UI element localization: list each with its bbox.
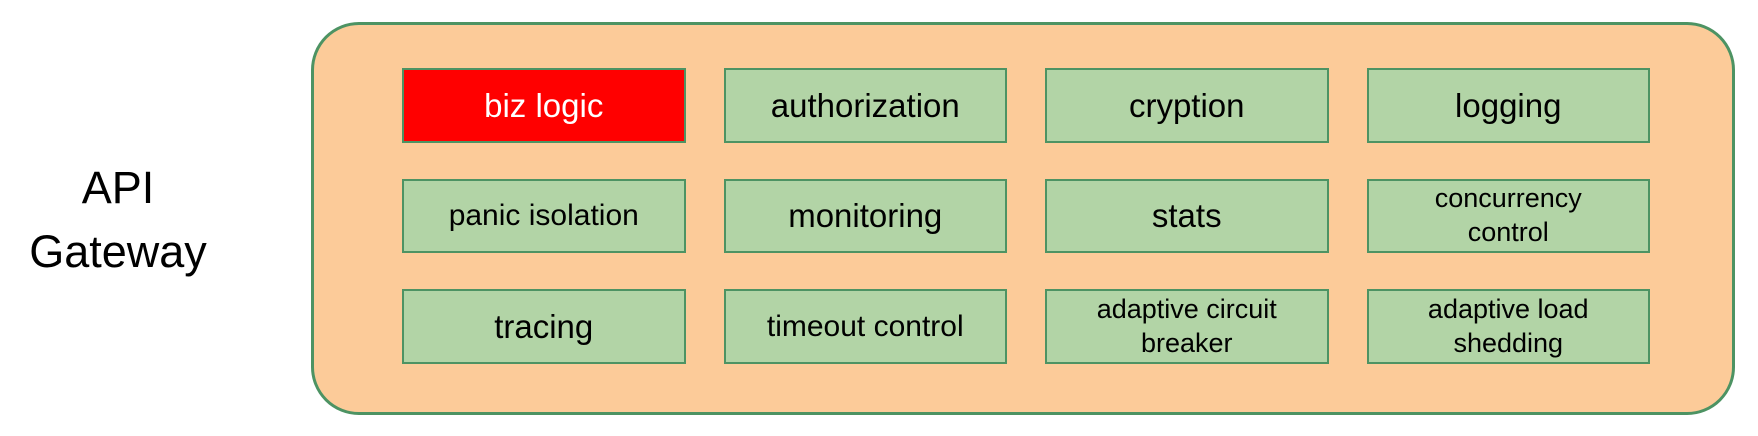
feature-box-authorization: authorization bbox=[723, 68, 1007, 143]
feature-box-tracing-label: tracing bbox=[494, 308, 594, 346]
feature-box-panic-isolation: panic isolation bbox=[402, 178, 686, 254]
feature-box-monitoring-label: monitoring bbox=[788, 197, 943, 235]
feature-box-authorization-label: authorization bbox=[770, 86, 960, 124]
feature-box-concurrency-control: concurrency control bbox=[1366, 178, 1650, 254]
feature-box-cryption-label: cryption bbox=[1128, 86, 1245, 124]
feature-box-timeout-control: timeout control bbox=[723, 289, 1007, 364]
feature-box-biz-logic: biz logic bbox=[402, 68, 686, 143]
feature-box-adaptive-circuit-breaker-label: adaptive circuit breaker bbox=[1096, 293, 1277, 358]
feature-box-panic-isolation-label: panic isolation bbox=[448, 199, 639, 233]
api-gateway-label: API Gateway bbox=[16, 156, 220, 284]
feature-box-concurrency-control-label: concurrency control bbox=[1434, 183, 1582, 247]
feature-box-timeout-control-label: timeout control bbox=[766, 309, 964, 343]
feature-box-stats-label: stats bbox=[1151, 197, 1222, 235]
api-gateway-container: biz logic authorization cryption logging… bbox=[311, 22, 1735, 415]
api-gateway-label-line1: API bbox=[81, 162, 155, 213]
api-gateway-label-line2: Gateway bbox=[29, 225, 207, 277]
feature-box-tracing: tracing bbox=[402, 289, 686, 364]
feature-box-monitoring: monitoring bbox=[723, 178, 1007, 254]
feature-box-stats: stats bbox=[1045, 178, 1329, 254]
feature-box-cryption: cryption bbox=[1045, 68, 1329, 143]
feature-box-adaptive-circuit-breaker: adaptive circuit breaker bbox=[1045, 289, 1329, 364]
feature-box-adaptive-load-shedding-label: adaptive load shedding bbox=[1427, 293, 1589, 358]
feature-box-logging-label: logging bbox=[1455, 86, 1562, 124]
feature-grid: biz logic authorization cryption logging… bbox=[314, 25, 1732, 412]
feature-box-biz-logic-label: biz logic bbox=[484, 86, 604, 124]
feature-box-logging: logging bbox=[1366, 68, 1650, 143]
feature-box-adaptive-load-shedding: adaptive load shedding bbox=[1366, 289, 1650, 364]
